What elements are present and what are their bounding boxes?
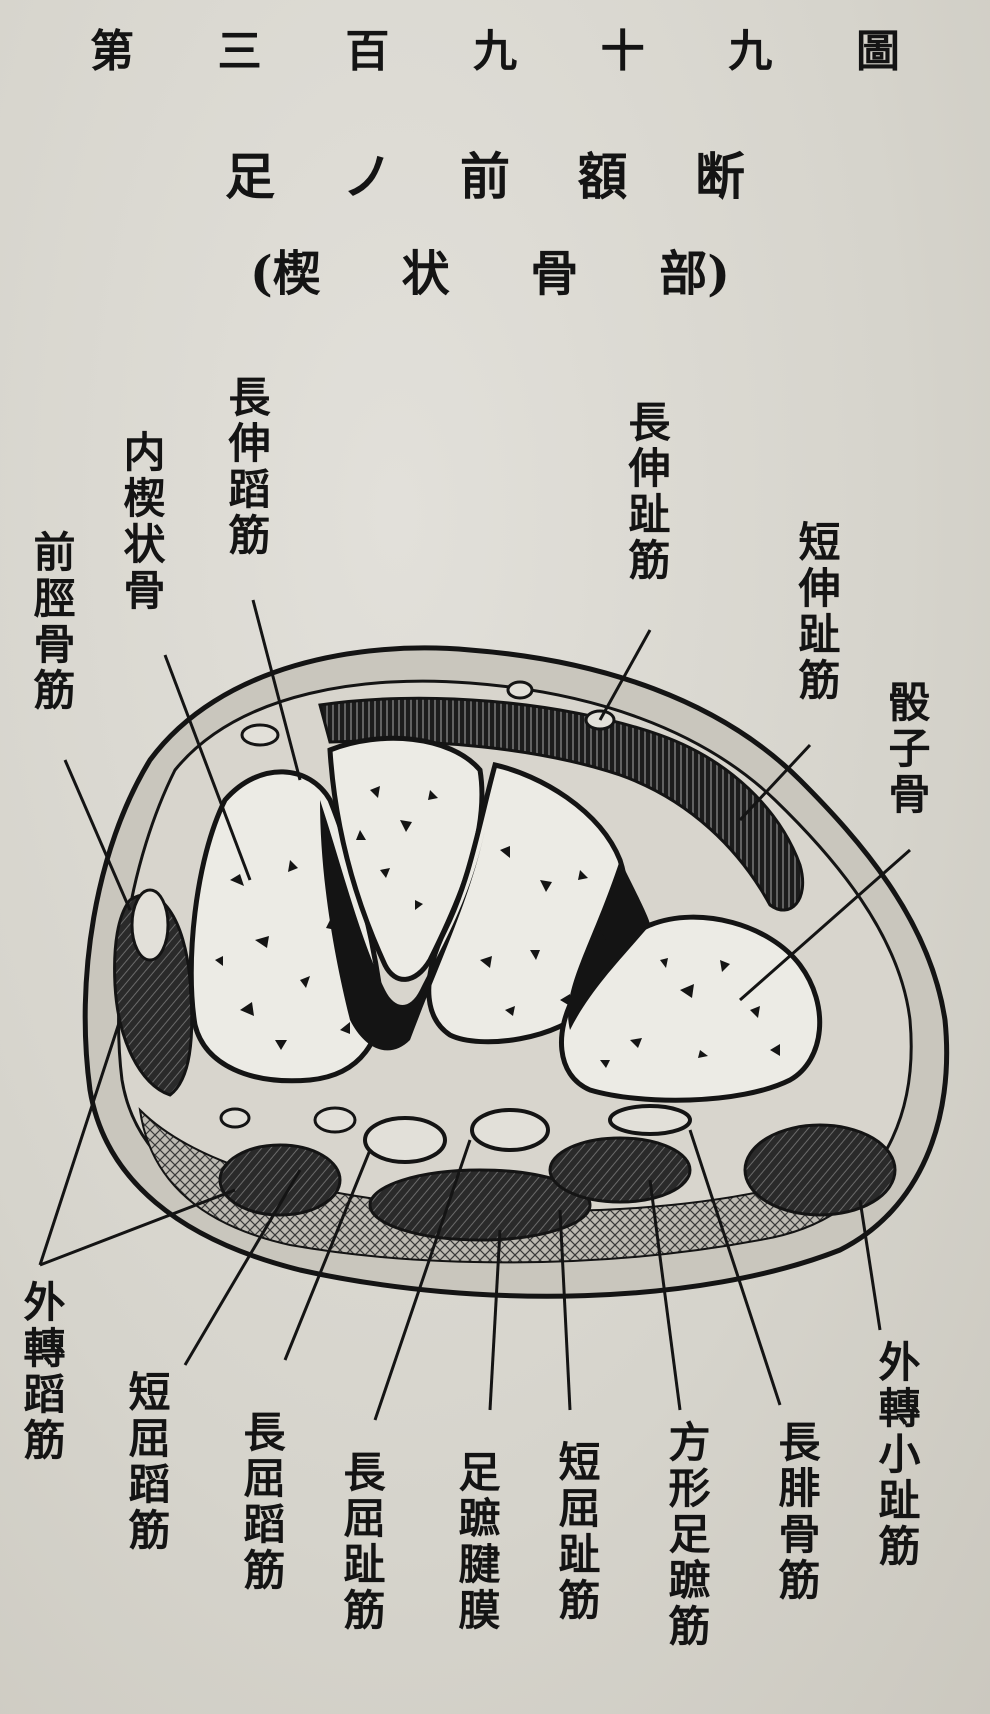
label-quadratus-plantae: 方形足蹠筋 xyxy=(665,1420,707,1650)
label-plantar-aponeurosis: 足蹠腱膜 xyxy=(455,1450,497,1634)
label-abductor-hallucis: 外轉蹈筋 xyxy=(20,1280,62,1464)
small-vessel xyxy=(315,1108,355,1132)
label-extensor-digitorum-longus: 長伸趾筋 xyxy=(625,400,667,584)
label-medial-cuneiform: 内楔状骨 xyxy=(120,430,162,614)
dorsal-vessel xyxy=(242,725,278,745)
label-flexor-hallucis-longus: 長屈蹈筋 xyxy=(240,1410,282,1594)
tibialis-anterior-tendon xyxy=(132,890,168,960)
abductor-digiti-minimi-muscle xyxy=(745,1125,895,1215)
quadratus-plantae-muscle xyxy=(550,1138,690,1202)
label-flexor-digitorum-brevis: 短屈趾筋 xyxy=(555,1440,597,1624)
label-flexor-digitorum-longus: 長屈趾筋 xyxy=(340,1450,382,1634)
peroneus-longus-tendon xyxy=(610,1106,690,1134)
flexor-digitorum-longus-tendon xyxy=(472,1110,548,1150)
label-extensor-hallucis-longus: 長伸蹈筋 xyxy=(225,375,267,559)
label-peroneus-longus: 長腓骨筋 xyxy=(775,1420,817,1604)
label-abductor-digiti-minimi: 外轉小趾筋 xyxy=(875,1340,917,1570)
label-tibialis-anterior: 前脛骨筋 xyxy=(30,530,72,714)
flexor-hallucis-longus-tendon xyxy=(365,1118,445,1162)
label-extensor-digitorum-brevis: 短伸趾筋 xyxy=(795,520,837,704)
label-flexor-hallucis-brevis: 短屈蹈筋 xyxy=(125,1370,167,1554)
small-vessel xyxy=(221,1109,249,1127)
label-cuboid: 骰子骨 xyxy=(885,680,927,818)
dorsal-vessel xyxy=(508,682,532,698)
